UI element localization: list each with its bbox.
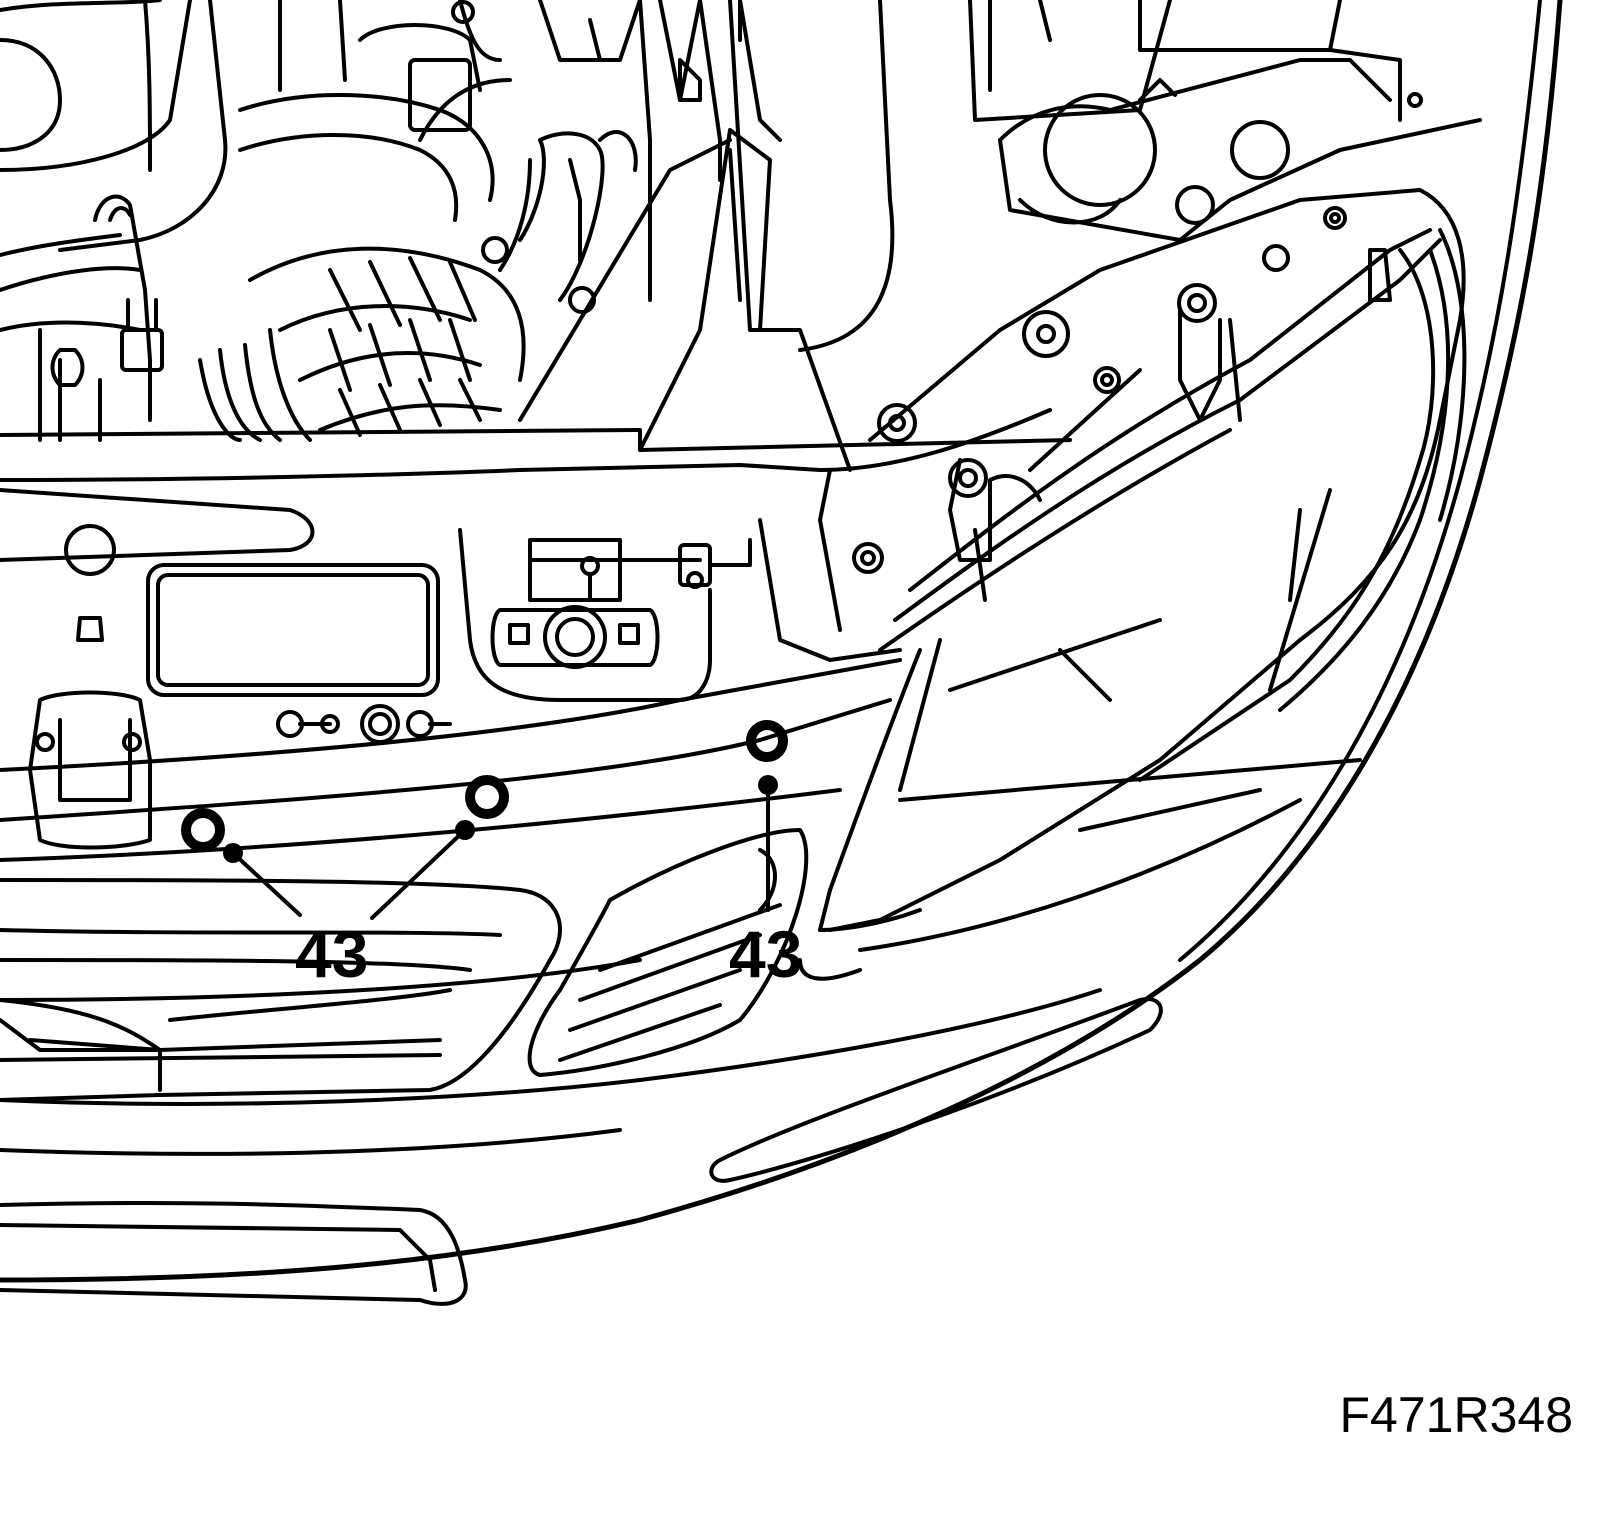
callout-label: 43 [295, 917, 368, 991]
leader-dot [455, 820, 475, 840]
fastener-callouts: 43 43 [181, 720, 802, 991]
engine-bay [0, 0, 782, 442]
leader-line [231, 851, 302, 917]
leader-dot [758, 775, 778, 795]
front-panel [0, 468, 902, 850]
fastener-clip [181, 808, 225, 852]
figure-id: F471R348 [1340, 1387, 1574, 1443]
fastener-clip [465, 775, 509, 819]
headlamp-assembly [818, 58, 1482, 932]
leader-dot [223, 843, 243, 863]
callout-label: 43 [729, 917, 802, 991]
radiator-support [0, 0, 1402, 482]
bumper-cover [0, 0, 1563, 1306]
leader-line [370, 828, 467, 920]
fastener-clip [746, 720, 788, 762]
